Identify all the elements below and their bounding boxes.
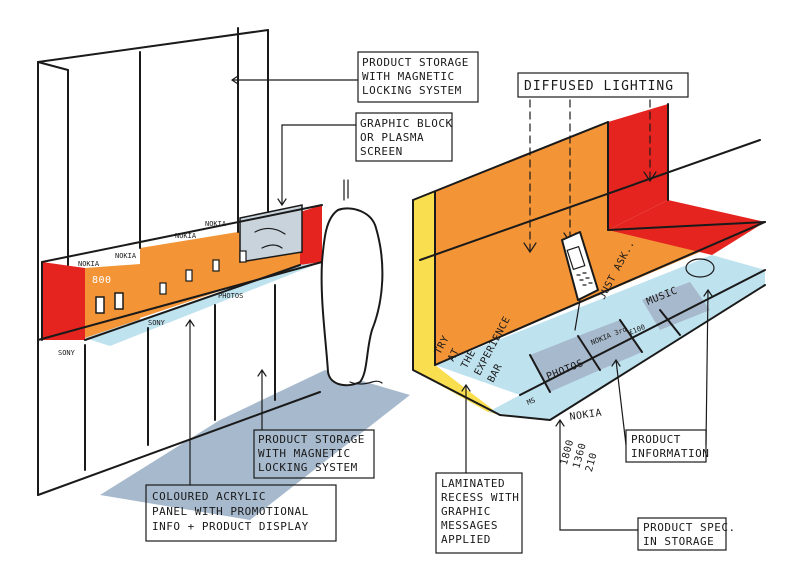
svg-text:PRODUCT: PRODUCT: [631, 433, 681, 446]
display-ledge: [85, 262, 322, 346]
annotation-laminated-recess: LAMINATED RECESS WITH GRAPHIC MESSAGES A…: [435, 383, 523, 554]
model-numbers: 1800 1360 210: [559, 438, 600, 473]
label-nokia-mid: NOKIA: [175, 232, 197, 240]
plasma-screen: [239, 204, 303, 263]
svg-text:WITH MAGNETIC: WITH MAGNETIC: [362, 70, 455, 83]
label-sony: SONY: [58, 349, 76, 357]
svg-text:210: 210: [584, 451, 600, 473]
bar-text-nokia-model: NOKIA: [569, 408, 603, 423]
svg-text:WITH MAGNETIC: WITH MAGNETIC: [258, 447, 351, 460]
label-sony-2: SONY: [148, 319, 166, 327]
svg-text:OR PLASMA: OR PLASMA: [360, 131, 424, 144]
svg-text:RECESS WITH: RECESS WITH: [441, 491, 519, 504]
annotation-diffused-lighting: DIFFUSED LIGHTING: [517, 72, 689, 98]
phone-handset: [159, 282, 167, 295]
svg-text:PANEL WITH PROMOTIONAL: PANEL WITH PROMOTIONAL: [152, 505, 309, 518]
svg-text:IN STORAGE: IN STORAGE: [643, 535, 714, 548]
phone-handset: [212, 259, 220, 272]
svg-text:INFORMATION: INFORMATION: [631, 447, 709, 460]
svg-text:LOCKING SYSTEM: LOCKING SYSTEM: [258, 461, 358, 474]
red-acrylic-panel: [42, 262, 85, 340]
svg-text:LOCKING SYSTEM: LOCKING SYSTEM: [362, 84, 462, 97]
phone-handset: [114, 292, 124, 310]
annotation-acrylic-panel: COLOURED ACRYLIC PANEL WITH PROMOTIONAL …: [145, 318, 337, 542]
red-shelf: [608, 200, 765, 255]
annotation-product-spec: PRODUCT SPEC. IN STORAGE: [555, 418, 736, 551]
floor-shadow: [100, 370, 410, 520]
bar-graphic-photos: [530, 336, 600, 392]
svg-text:PRODUCT SPEC.: PRODUCT SPEC.: [643, 521, 736, 534]
red-acrylic-panel-right: [300, 205, 322, 265]
red-back-wall: [608, 104, 668, 230]
label-photos-small: PHOTOS: [218, 292, 243, 300]
label-nokia-right: NOKIA: [205, 220, 227, 228]
annotation-product-storage-bottom: PRODUCT STORAGE WITH MAGNETIC LOCKING SY…: [253, 368, 375, 479]
phone-handset: [185, 269, 193, 282]
svg-text:AT: AT: [446, 347, 462, 364]
label-nokia-top: NOKIA: [115, 252, 137, 260]
demo-phone: [561, 231, 599, 331]
svg-text:LAMINATED: LAMINATED: [441, 477, 505, 490]
phone-handset: [239, 250, 247, 263]
annotation-product-storage-top: PRODUCT STORAGE WITH MAGNETIC LOCKING SY…: [230, 51, 479, 103]
svg-text:PRODUCT STORAGE: PRODUCT STORAGE: [362, 56, 469, 69]
svg-text:INFO + PRODUCT DISPLAY: INFO + PRODUCT DISPLAY: [152, 520, 309, 533]
phone-handset: [95, 296, 105, 314]
person-silhouette: [320, 207, 384, 387]
svg-text:DIFFUSED LIGHTING: DIFFUSED LIGHTING: [524, 79, 674, 94]
right-experience-bar: TRY AT THE EXPERIENCE BAR PHOTOS MS NOKI…: [412, 99, 766, 473]
bar-round-graphic: [685, 258, 715, 278]
label-nokia-left: NOKIA: [78, 260, 100, 268]
left-wall-unit: NOKIA 800 NOKIA NOKIA NOKIA PHOTOS SONY …: [37, 27, 410, 520]
orange-acrylic-panel-1: [85, 264, 140, 338]
svg-text:APPLIED: APPLIED: [441, 533, 491, 546]
bar-text-ms: MS: [526, 396, 537, 407]
svg-text:GRAPHIC BLOCK: GRAPHIC BLOCK: [360, 117, 453, 130]
annotation-graphic-block: GRAPHIC BLOCK OR PLASMA SCREEN: [277, 112, 453, 207]
svg-text:COLOURED ACRYLIC: COLOURED ACRYLIC: [152, 490, 266, 503]
svg-text:SCREEN: SCREEN: [360, 145, 403, 158]
annotation-product-information: PRODUCT INFORMATION: [611, 288, 713, 463]
label-800: 800: [92, 275, 112, 286]
svg-text:MESSAGES: MESSAGES: [441, 519, 498, 532]
bar-graphic-music: [642, 282, 710, 330]
svg-text:PRODUCT STORAGE: PRODUCT STORAGE: [258, 433, 365, 446]
svg-text:GRAPHIC: GRAPHIC: [441, 505, 491, 518]
